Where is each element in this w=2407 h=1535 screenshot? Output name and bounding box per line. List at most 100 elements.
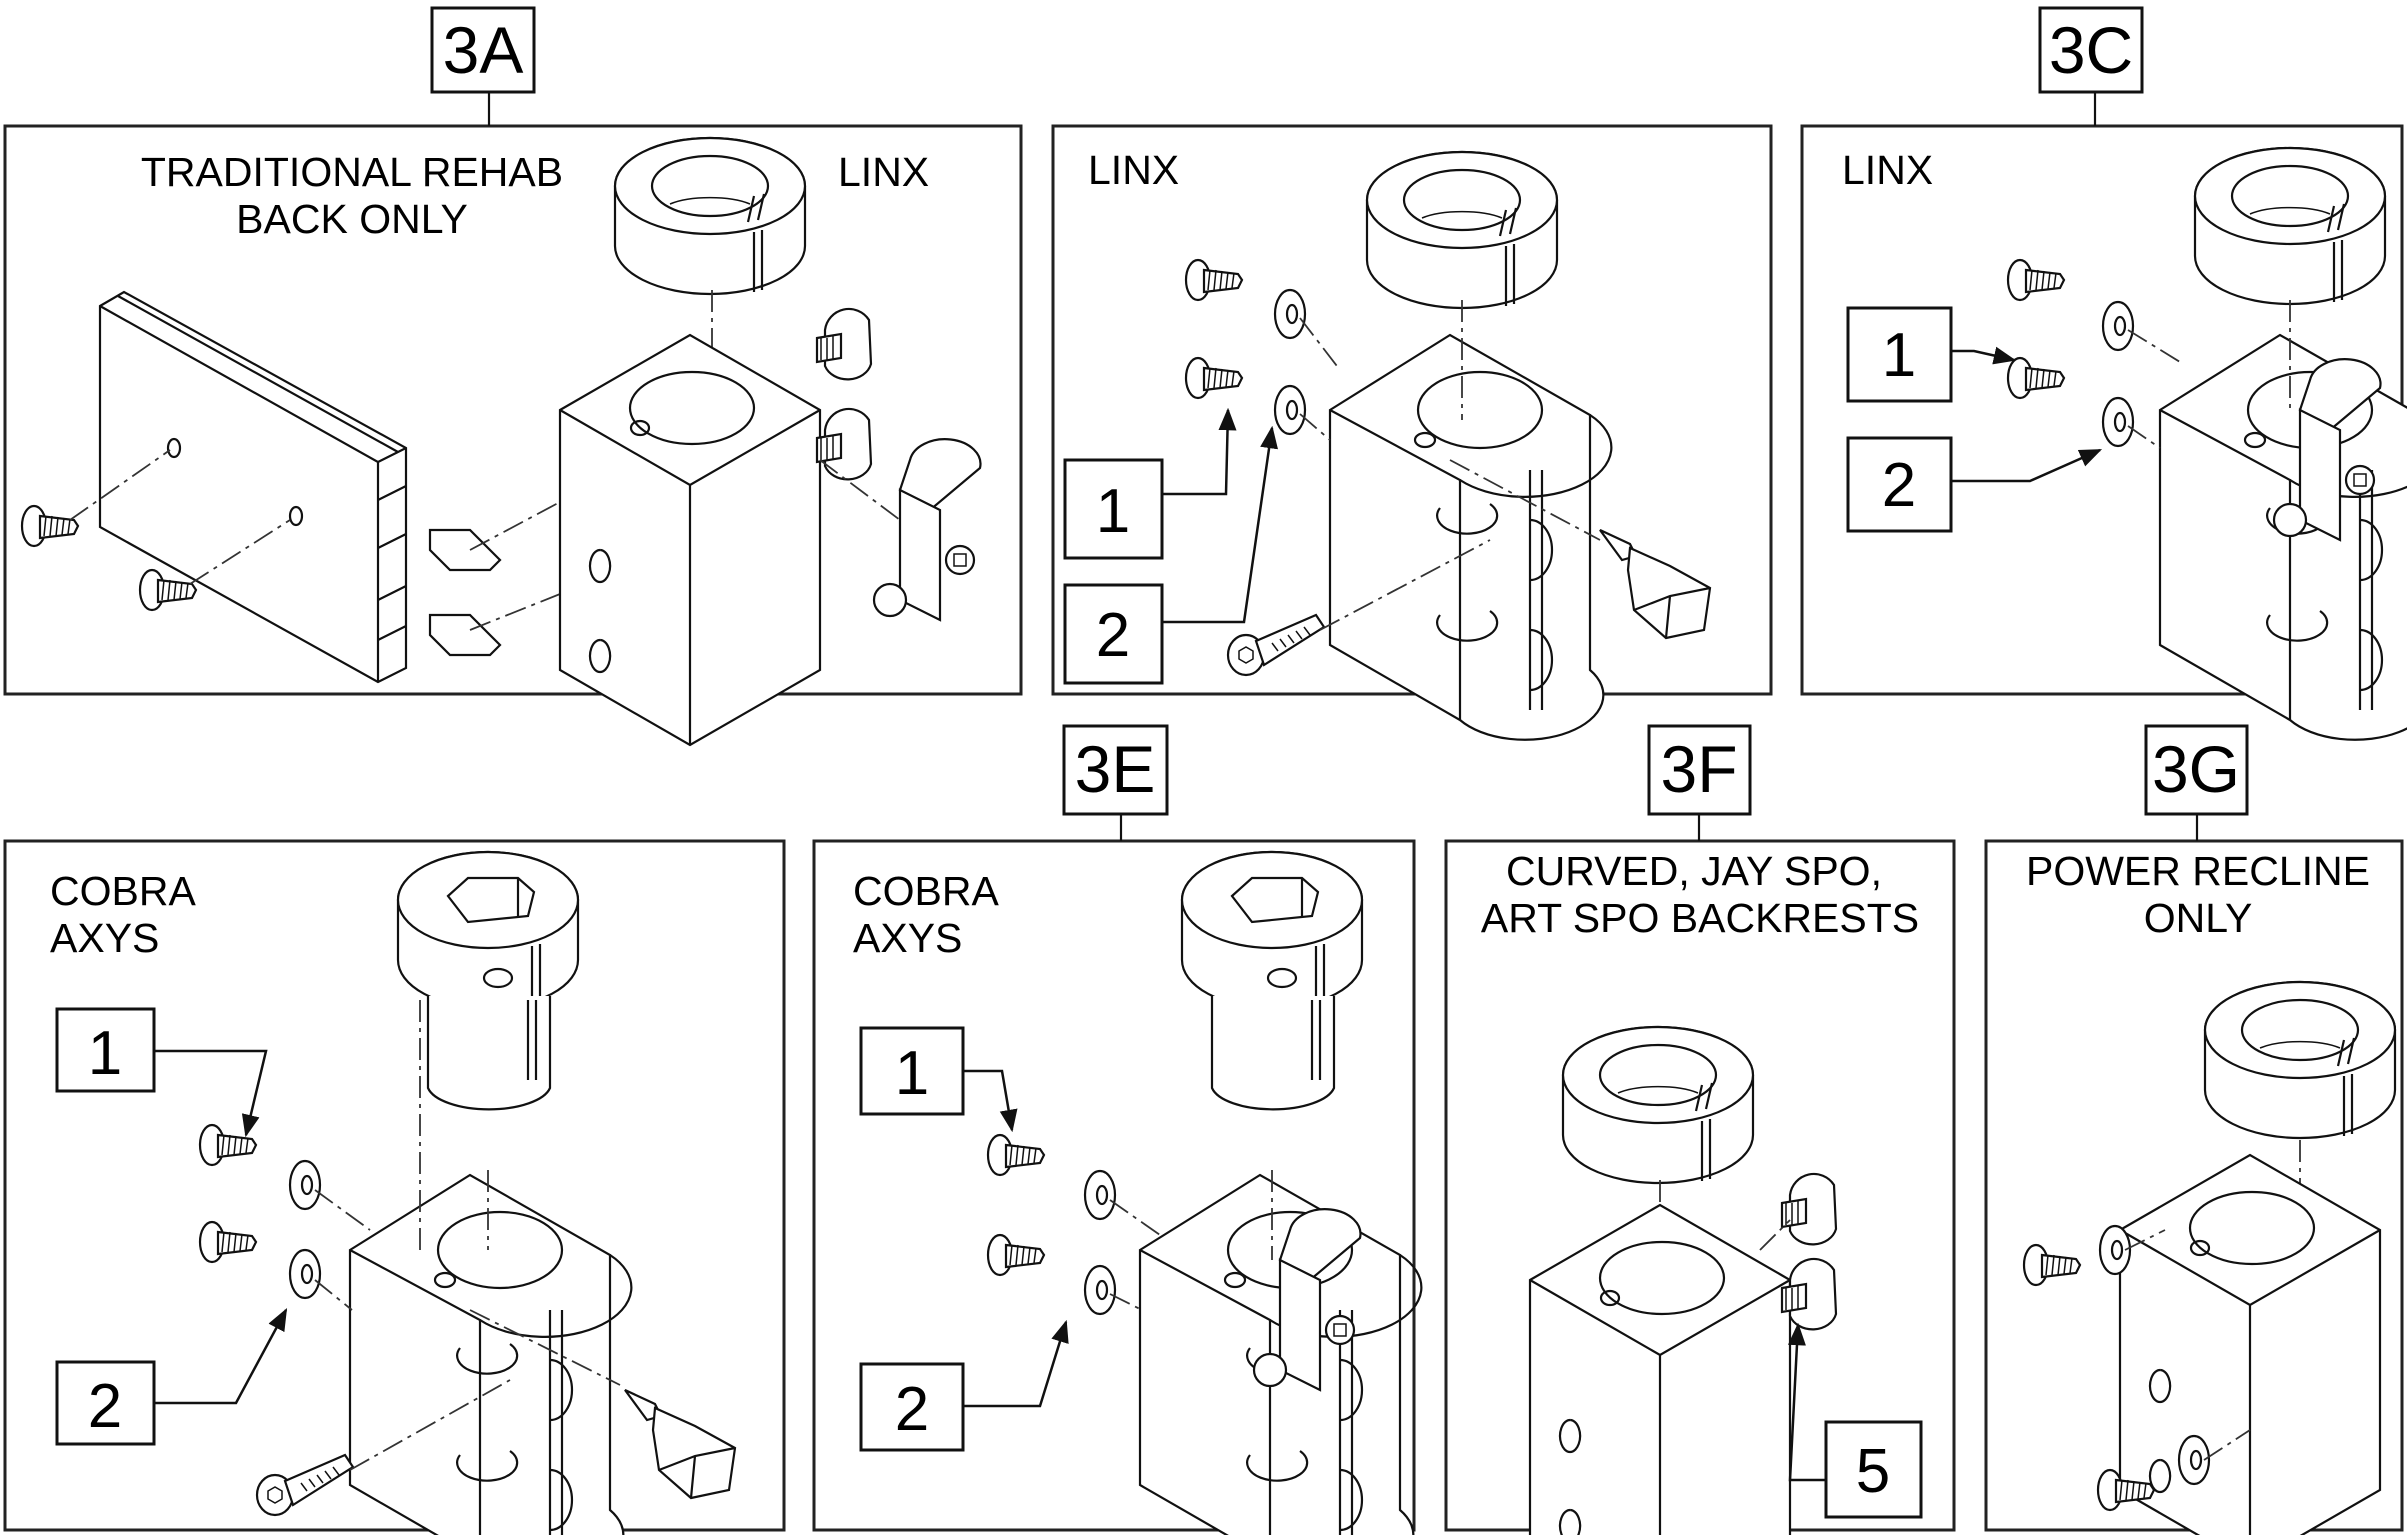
washer-icon — [288, 1159, 322, 1211]
mounting-block — [2118, 1153, 2382, 1535]
washer-icon — [1083, 1264, 1117, 1316]
panel-3f: 3F CURVED, JAY SPO, ART SPO BACKRESTS 5 — [1444, 724, 1956, 1535]
knob-icon — [1598, 528, 1712, 640]
panel-tag-box — [430, 6, 536, 94]
callout-box — [859, 1362, 965, 1452]
backrest-plate — [98, 290, 408, 684]
panel-label-line2: AXYS — [50, 915, 159, 961]
washer-icon — [1273, 288, 1307, 340]
panel-label-line1: TRADITIONAL REHAB — [141, 149, 563, 195]
callout-number: 5 — [1856, 1437, 1890, 1506]
shaft-collar — [1561, 1025, 1755, 1185]
mounting-block — [558, 333, 822, 747]
t-nut — [428, 528, 502, 657]
mounting-block — [348, 1173, 633, 1535]
screw-icon — [2006, 356, 2066, 400]
shaft-collar — [2203, 980, 2397, 1140]
shaft-collar — [396, 850, 580, 1111]
panel-label-line2: ART SPO BACKRESTS — [1481, 895, 1919, 941]
panel-frame — [3, 839, 786, 1532]
washer-icon — [1273, 384, 1307, 436]
shaft-collar — [1180, 850, 1364, 1111]
panel-tag: 3G — [2152, 732, 2240, 806]
shoulder-bolt — [1780, 1172, 1838, 1246]
cap-screw — [255, 1453, 355, 1517]
callout-box — [1063, 458, 1164, 560]
panel-label-line2: AXYS — [853, 915, 962, 961]
washer-icon — [2101, 396, 2135, 448]
panel-tag-box — [1647, 724, 1752, 816]
panel-label-line1: COBRA — [50, 868, 196, 914]
callout-number: 2 — [1882, 451, 1916, 520]
callout-number: 1 — [895, 1039, 929, 1108]
leader-line — [1162, 407, 1237, 496]
panel-label: LINX — [1842, 147, 1933, 193]
leader-line — [1951, 448, 2103, 483]
leader-line — [1951, 346, 2017, 365]
callout-number: 2 — [88, 1372, 122, 1441]
mounting-block — [1528, 1203, 1792, 1535]
panel-label-line1: POWER RECLINE — [2026, 848, 2370, 894]
panel-label: LINX — [1088, 147, 1179, 193]
panel-frame — [3, 124, 1023, 696]
callout-box — [1846, 306, 1953, 403]
shaft-collar — [613, 136, 807, 296]
panel-3c: 3C LINX 1 2 — [1800, 6, 2407, 741]
cap-screw — [1226, 613, 1326, 677]
callout-number: 1 — [88, 1019, 122, 1088]
callout-box — [859, 1026, 965, 1116]
callout-number: 2 — [1096, 601, 1130, 670]
callout-number: 1 — [1096, 477, 1130, 546]
panel-label-line1: CURVED, JAY SPO, — [1506, 848, 1882, 894]
leader-line — [154, 1308, 288, 1405]
leader-line — [1162, 425, 1279, 624]
panel-3b: LINX 1 2 — [1051, 124, 1773, 741]
panel-tag: 3F — [1660, 732, 1737, 806]
shoulder-bolt — [815, 407, 873, 481]
leader-line — [154, 1049, 268, 1138]
panel-tag-box — [2144, 724, 2249, 816]
screw-icon — [2022, 1243, 2082, 1287]
screw-icon — [198, 1220, 258, 1264]
screw-icon — [2006, 258, 2066, 302]
panel-tag: 3C — [2049, 13, 2133, 87]
washer-icon — [2101, 300, 2135, 352]
panel-label-line1: COBRA — [853, 868, 999, 914]
panel-frame — [1051, 124, 1773, 696]
callout-box — [55, 1007, 156, 1093]
panel-3e: 3E COBRA AXYS 1 2 — [812, 724, 1423, 1535]
leader-line — [963, 1069, 1018, 1133]
screw-icon — [986, 1133, 1046, 1177]
panel-3d: COBRA AXYS 1 2 — [3, 839, 786, 1535]
washer-icon — [288, 1248, 322, 1300]
panel-tag: 3A — [443, 13, 524, 87]
panel-frame — [812, 839, 1416, 1532]
panel-label-line2: ONLY — [2144, 895, 2253, 941]
shaft-collar — [1365, 150, 1559, 310]
panel-3g: 3G POWER RECLINE ONLY — [1984, 724, 2404, 1535]
callout-box — [55, 1360, 156, 1446]
panel-tag: 3E — [1075, 732, 1156, 806]
shoulder-bolt — [815, 307, 873, 381]
panel-label-linx: LINX — [838, 149, 929, 195]
mounting-block — [1328, 333, 1613, 741]
panel-tag-box — [2038, 6, 2144, 94]
callout-box — [1063, 583, 1164, 685]
shaft-collar — [2193, 146, 2387, 306]
quick-release-lever — [872, 438, 982, 622]
screw-icon — [986, 1233, 1046, 1277]
leader-line — [1787, 1322, 1826, 1482]
screw-icon — [1184, 356, 1244, 400]
callout-box — [1824, 1420, 1923, 1519]
callout-number: 2 — [895, 1375, 929, 1444]
screw-icon — [1184, 258, 1244, 302]
knob-icon — [623, 1388, 737, 1500]
callout-box — [1846, 436, 1953, 533]
screw-icon — [20, 504, 80, 548]
callout-number: 1 — [1882, 321, 1916, 390]
panel-tag-box — [1062, 724, 1169, 816]
washer-icon — [1083, 1169, 1117, 1221]
panel-label-line2: BACK ONLY — [236, 196, 468, 242]
panel-3a: 3A TRADITIONAL REHAB BACK ONLY LINX — [3, 6, 1023, 747]
